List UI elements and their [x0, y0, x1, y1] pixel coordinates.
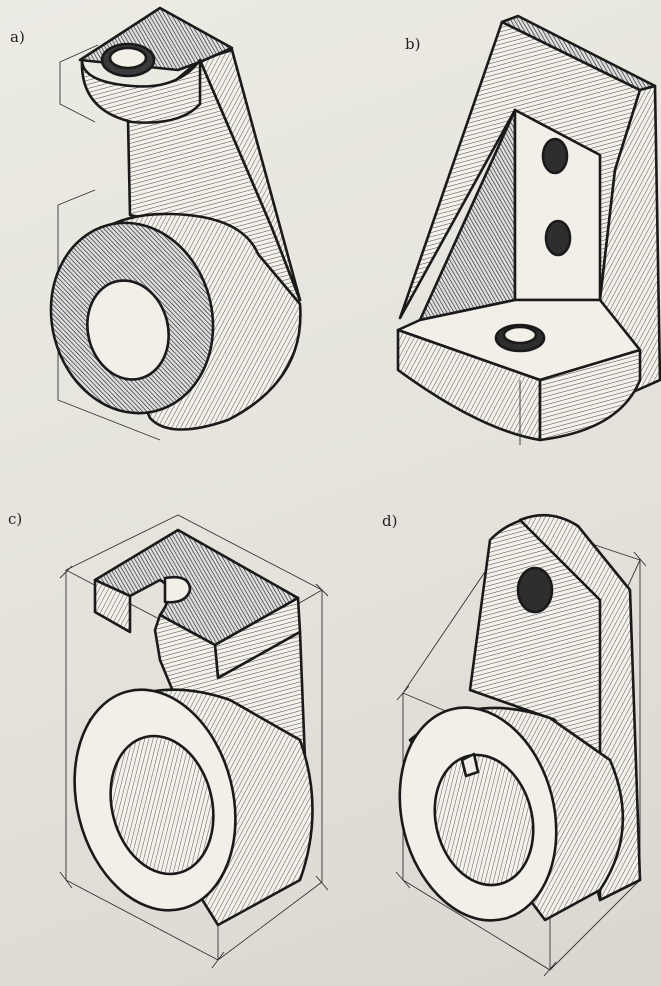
figure-label-d: d) — [382, 512, 398, 530]
part-b-drawing — [396, 14, 661, 445]
figure-label-b: b) — [405, 35, 421, 53]
figure-label-c: c) — [8, 510, 23, 528]
figure-label-a: a) — [10, 28, 25, 46]
part-a-drawing — [49, 6, 302, 441]
part-d-drawing — [395, 513, 647, 977]
part-c-drawing — [59, 514, 329, 969]
